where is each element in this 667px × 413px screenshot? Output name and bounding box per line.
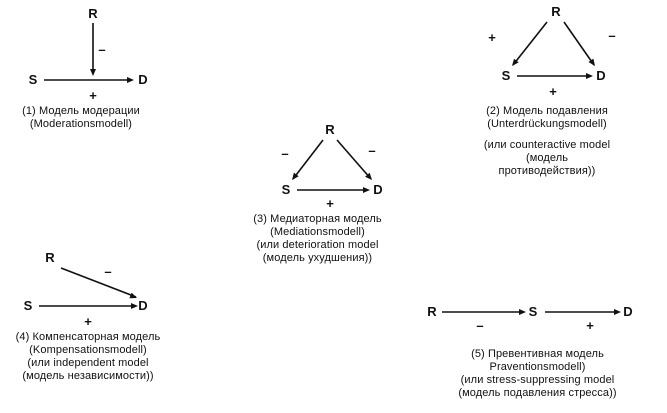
- caption-line: (Mediationsmodell): [270, 226, 365, 238]
- node-r: R: [325, 122, 335, 137]
- node-r: R: [88, 6, 98, 21]
- arrowhead-icon: [365, 172, 372, 180]
- arrowhead-icon: [292, 172, 299, 180]
- caption-line: (3) Медиаторная модель: [253, 213, 382, 225]
- node-r: R: [551, 4, 561, 19]
- node-s: S: [502, 68, 511, 83]
- arrowhead-right-icon: [586, 73, 593, 79]
- caption-line: противодействия)): [498, 165, 596, 177]
- model-1-diagram: R – S D +: [29, 6, 148, 102]
- node-s: S: [23, 298, 32, 313]
- node-d: D: [623, 304, 632, 319]
- arrowhead-icon: [128, 292, 137, 299]
- sign-r-d: –: [608, 28, 615, 43]
- model-2-suppression: R + – S D + (2) Модель подавления (Unter…: [462, 2, 632, 178]
- caption-line: (Moderationsmodell): [29, 118, 133, 130]
- sign-r-sd: –: [98, 42, 105, 57]
- node-d: D: [596, 68, 605, 83]
- caption-line: (модель ухудшения)): [262, 252, 373, 264]
- model-5-diagram: R S D – +: [427, 304, 632, 333]
- edge-r-to-d: [336, 139, 372, 180]
- caption-line: (1) Модель модерации: [22, 105, 140, 117]
- sign-s-d: +: [89, 88, 97, 102]
- model-2-diagram: R + – S D +: [488, 4, 615, 99]
- arrowhead-right-icon: [614, 309, 621, 315]
- arrowhead-right-icon: [519, 309, 526, 315]
- caption-line: (или deterioration model: [256, 239, 379, 251]
- caption-line: (5) Превентивная модель: [471, 348, 604, 360]
- node-d: D: [373, 182, 382, 197]
- model-1-moderation: R – S D + (1) Модель модерации (Moderati…: [6, 4, 156, 131]
- arrowhead-right-icon: [127, 77, 134, 83]
- arrowhead-down-icon: [90, 69, 96, 76]
- model-3-caption: (3) Медиаторная модель (Mediationsmodell…: [250, 213, 385, 265]
- model-1-caption: (1) Модель модерации (Moderationsmodell): [6, 105, 156, 131]
- model-3-diagram: R – – S D +: [281, 122, 382, 210]
- node-r: R: [427, 304, 437, 319]
- sign-s-d: +: [326, 196, 334, 210]
- caption-line: (или independent model: [27, 357, 149, 369]
- caption-line: (или stress-suppressing model: [460, 374, 615, 386]
- sign-s-d: +: [84, 314, 92, 328]
- sign-r-d: –: [368, 143, 375, 158]
- model-2-caption: (2) Модель подавления (Unterdrückungsmod…: [462, 105, 632, 178]
- sign-s-d: +: [549, 84, 557, 99]
- edge-r-to-s: [292, 139, 324, 180]
- model-4-diagram: R – S D +: [23, 250, 147, 328]
- model-5-caption: (5) Превентивная модель Praventionsmodel…: [420, 348, 655, 400]
- arrowhead-icon: [512, 58, 519, 66]
- model-4-caption: (4) Компенсаторная модель (Kompensations…: [8, 331, 168, 383]
- arrowhead-right-icon: [363, 187, 370, 193]
- sign-r-s: –: [476, 318, 483, 333]
- caption-line: (Kompensationsmodell): [29, 344, 147, 356]
- arrowhead-right-icon: [130, 303, 138, 309]
- caption-line: (или counteractive model (модель: [483, 139, 611, 164]
- node-s: S: [282, 182, 291, 197]
- caption-line: (4) Компенсаторная модель: [15, 331, 161, 343]
- node-r: R: [45, 250, 55, 265]
- sign-r-s: +: [488, 30, 496, 45]
- arrowhead-icon: [588, 58, 595, 66]
- edge-r-to-d: [563, 21, 595, 66]
- caption-line: (модель независимости)): [22, 370, 154, 382]
- node-s: S: [529, 304, 538, 319]
- model-3-mediation: R – – S D + (3) Медиаторная модель (Medi…: [250, 118, 385, 265]
- edge-r-to-s: [512, 21, 548, 66]
- node-d: D: [138, 72, 147, 87]
- sign-r-s: –: [281, 146, 288, 161]
- model-5-prevention: R S D – + (5) Превентивная модель Praven…: [420, 296, 655, 400]
- sign-r-d: –: [104, 264, 111, 279]
- sign-s-d: +: [586, 318, 594, 333]
- edge-r-to-d: [60, 267, 136, 298]
- caption-line: Praventionsmodell): [489, 361, 586, 373]
- caption-line: (Unterdrückungsmodell): [487, 118, 607, 130]
- caption-line: (2) Модель подавления: [486, 105, 608, 117]
- node-s: S: [29, 72, 38, 87]
- node-d: D: [138, 298, 147, 313]
- caption-line: (модель подавления стресса)): [458, 387, 617, 399]
- model-4-compensation: R – S D + (4) Компенсаторная модель (Kom…: [8, 246, 168, 383]
